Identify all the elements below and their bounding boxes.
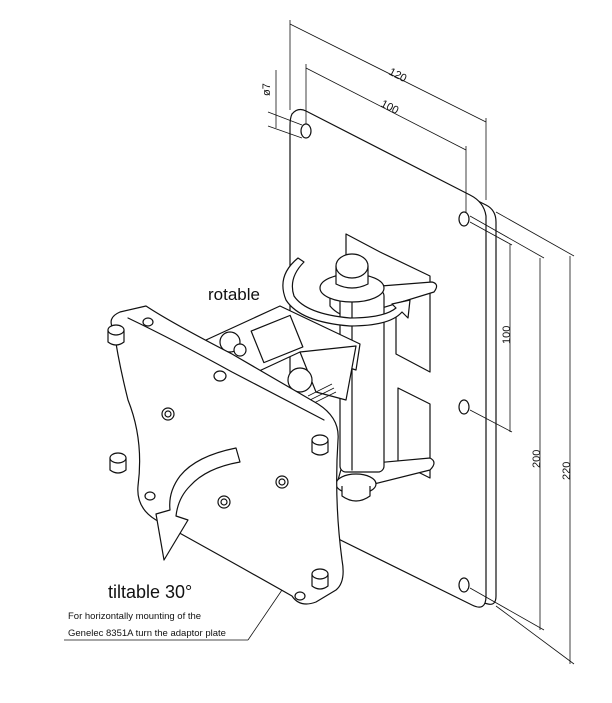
note-line-2: Genelec 8351A turn the adaptor plate xyxy=(68,628,226,639)
dim-220-label: 220 xyxy=(561,462,573,480)
tiltable-label: tiltable 30° xyxy=(108,582,192,602)
stud xyxy=(311,434,329,456)
dimension-lines xyxy=(267,20,575,665)
note-leader xyxy=(247,589,283,641)
pivot-body xyxy=(319,233,438,502)
rotable-label: rotable xyxy=(208,285,260,304)
note-line-1: For horizontally mounting of the xyxy=(68,611,201,622)
mounting-note: For horizontally mounting of the Genelec… xyxy=(64,589,283,641)
dim-100-top-label: 100 xyxy=(379,98,401,117)
tilt-yoke xyxy=(205,305,361,405)
rotation-arrow xyxy=(282,257,411,327)
stud xyxy=(109,452,127,474)
dim-120-label: 120 xyxy=(387,66,409,85)
dim-100-side-label: 100 xyxy=(501,326,513,344)
stud xyxy=(107,324,125,346)
dim-200-label: 200 xyxy=(531,450,543,468)
dim-hole-label: ø7 xyxy=(261,83,273,96)
stud xyxy=(311,568,329,590)
tilt-arrow xyxy=(155,447,241,561)
